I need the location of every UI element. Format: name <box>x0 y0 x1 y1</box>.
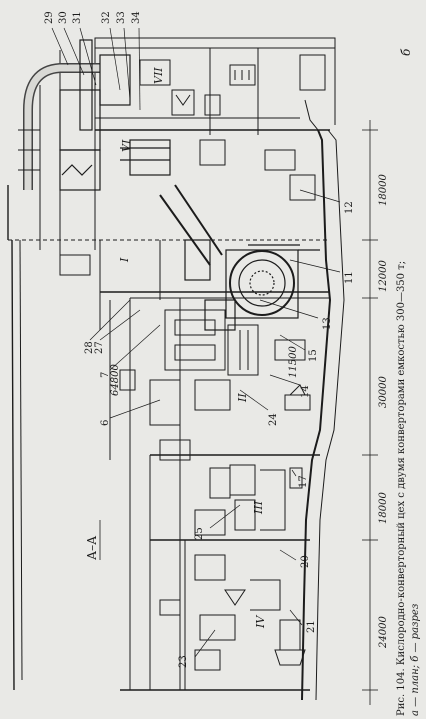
callout-11: 11 <box>344 271 355 284</box>
bay-numeral-vi: VI <box>120 139 133 152</box>
bay-2-equipment <box>119 309 311 461</box>
converter-vessel <box>229 250 295 316</box>
dim-24000: 24000 <box>378 616 389 649</box>
bay-numeral-ii: II <box>236 393 249 403</box>
callout-13: 13 <box>322 317 333 330</box>
callout-21: 21 <box>306 620 317 633</box>
callout-12: 12 <box>344 201 355 214</box>
callout-29: 29 <box>44 11 55 24</box>
caption-line-1: Рис. 104. Кислородно-конверторный цех с … <box>396 261 407 716</box>
bay-numeral-i: I <box>118 257 131 263</box>
dim-18000-a: 18000 <box>378 174 389 206</box>
callout-28: 28 <box>84 341 95 354</box>
callout-34: 34 <box>131 11 142 24</box>
figure-caption: Рис. 104. Кислородно-конверторный цех с … <box>396 261 421 716</box>
dim-30000: 30000 <box>378 376 389 408</box>
dimension-lines <box>362 120 378 705</box>
bay-numerals: I II III IV VI VII <box>118 67 267 629</box>
bay-numeral-iv: IV <box>254 615 267 629</box>
building-structure <box>7 37 345 701</box>
view-mark: б <box>399 48 413 56</box>
converter-assembly <box>159 184 320 331</box>
dim-12000: 12000 <box>378 260 389 292</box>
dim-18000-b: 18000 <box>378 492 389 524</box>
callout-30: 30 <box>58 11 69 24</box>
callout-6: 6 <box>100 420 111 426</box>
leader-lines <box>51 27 341 658</box>
dimension-labels: 18000 12000 30000 18000 24000 64800 1150… <box>110 174 389 649</box>
gas-duct-system <box>18 39 171 191</box>
callout-32: 32 <box>101 11 112 24</box>
callout-labels: 29 30 31 32 33 34 12 11 13 15 14 24 28 2… <box>44 11 355 668</box>
callout-17: 17 <box>298 475 309 488</box>
callout-25: 25 <box>194 527 205 540</box>
callout-14: 14 <box>300 385 311 398</box>
caption-line-2: а — план; б — разрез <box>410 604 421 716</box>
bay-3-equipment <box>194 464 303 536</box>
elevation-64800: 64800 <box>110 364 121 396</box>
upper-bay-equipment <box>59 54 326 276</box>
bay-numeral-iii: III <box>252 500 265 515</box>
callout-31: 31 <box>72 11 83 24</box>
callout-24: 24 <box>268 413 279 426</box>
callout-33: 33 <box>116 11 127 24</box>
ground-line <box>301 129 332 701</box>
bay-4-equipment <box>159 554 306 671</box>
bay-numeral-vii: VII <box>152 67 165 84</box>
section-label: А–А <box>85 536 99 560</box>
elevation-11500: 11500 <box>288 346 299 378</box>
callout-20: 20 <box>300 555 311 568</box>
callout-7: 7 <box>100 372 111 378</box>
callout-23: 23 <box>178 655 189 668</box>
roof-line <box>7 185 15 691</box>
callout-27: 27 <box>94 341 105 354</box>
callout-15: 15 <box>308 349 319 362</box>
